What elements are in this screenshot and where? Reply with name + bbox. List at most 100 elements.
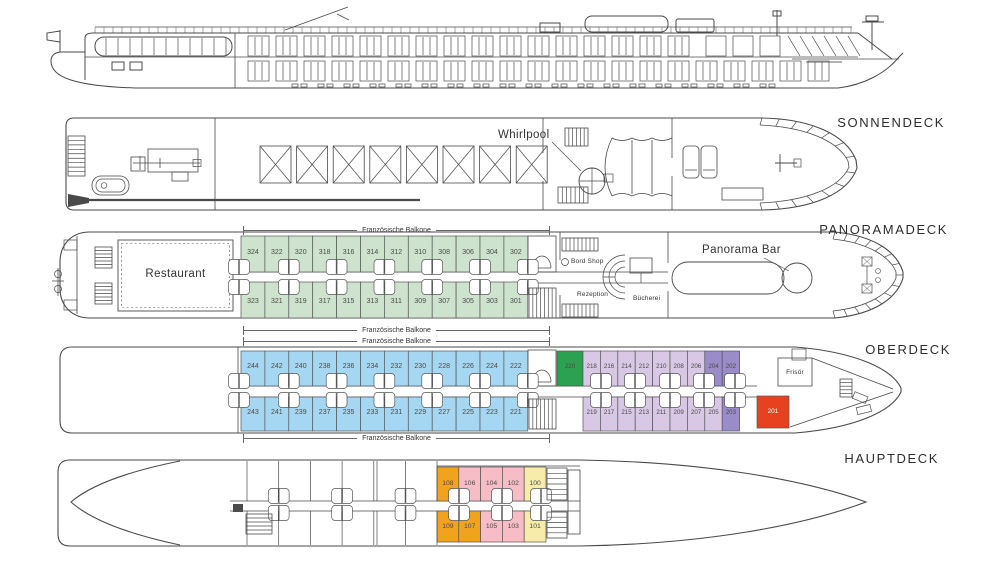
svg-text:213: 213 (639, 409, 650, 416)
bar-leader-line (763, 257, 790, 272)
cabin-doors-icon (228, 391, 250, 409)
svg-text:314: 314 (367, 249, 379, 256)
svg-text:223: 223 (486, 409, 498, 416)
svg-text:321: 321 (271, 298, 283, 305)
panorama-bar-label: Panorama Bar (702, 244, 781, 256)
svg-text:237: 237 (319, 409, 331, 416)
balcony-label: Französische Balkone (362, 338, 431, 345)
svg-text:105: 105 (486, 523, 498, 530)
panoramadeck-outline (59, 231, 904, 319)
stern-lounge-windows (94, 36, 233, 57)
svg-text:208: 208 (674, 363, 685, 370)
balcony-bracket-oberdeck-bottom: Französische Balkone (243, 434, 550, 443)
superstructure-roof (84, 32, 858, 80)
svg-text:227: 227 (438, 409, 450, 416)
cabin-doors-icon (228, 278, 250, 296)
awning-canopy (604, 137, 673, 197)
stair-shaft (567, 469, 581, 535)
svg-text:104: 104 (486, 480, 498, 487)
svg-text:212: 212 (639, 363, 650, 370)
svg-text:224: 224 (486, 363, 498, 370)
sun-canopy-frames (67, 117, 855, 211)
svg-text:316: 316 (343, 249, 355, 256)
svg-text:218: 218 (587, 363, 598, 370)
profile-windows (94, 27, 861, 88)
hull-bottom (50, 51, 904, 89)
svg-text:100: 100 (529, 480, 541, 487)
svg-text:221: 221 (510, 409, 522, 416)
deckhouse (147, 148, 199, 173)
rezeption-label: Rezeption (577, 291, 609, 298)
bow-mast (775, 154, 797, 172)
svg-text:301: 301 (510, 298, 522, 305)
balcony-label: Französische Balkone (362, 327, 431, 334)
svg-text:214: 214 (621, 363, 632, 370)
svg-text:205: 205 (708, 409, 719, 416)
bord-shop-label: Bord Shop (571, 258, 604, 265)
svg-text:324: 324 (247, 249, 259, 256)
svg-text:234: 234 (367, 363, 379, 370)
sundeck-canopy-profile (584, 15, 669, 33)
deck-chair (700, 145, 718, 179)
svg-text:210: 210 (656, 363, 667, 370)
svg-text:202: 202 (726, 363, 737, 370)
hauptdeck-outline (57, 459, 868, 547)
svg-text:220: 220 (565, 363, 576, 370)
oberdeck-outline (59, 346, 902, 434)
svg-text:315: 315 (343, 298, 355, 305)
balcony-label: Französische Balkone (362, 435, 431, 442)
wheelhouse-front (857, 32, 893, 60)
frisoer-label: Frisör (786, 369, 804, 376)
svg-text:229: 229 (414, 409, 426, 416)
svg-text:308: 308 (438, 249, 450, 256)
svg-text:309: 309 (414, 298, 426, 305)
hauptdeck-doors (267, 487, 552, 522)
restaurant-room (117, 239, 234, 312)
stern-flag (46, 30, 61, 43)
svg-text:228: 228 (438, 363, 450, 370)
svg-text:209: 209 (674, 409, 685, 416)
svg-text:323: 323 (247, 298, 259, 305)
svg-text:311: 311 (391, 298, 402, 305)
crane (133, 156, 200, 170)
deck-label-sonnendeck: SONNENDECK (837, 115, 945, 130)
svg-text:219: 219 (587, 409, 598, 416)
stern-winch (52, 268, 64, 296)
svg-text:106: 106 (464, 480, 476, 487)
balcony-bracket-panoramadeck-bottom: Französische Balkone (243, 326, 550, 335)
svg-text:109: 109 (442, 523, 454, 530)
cabin-220: 220 (556, 350, 584, 387)
svg-text:235: 235 (343, 409, 355, 416)
svg-text:101: 101 (529, 523, 541, 530)
deck-label-hauptdeck: HAUPTDECK (844, 451, 939, 466)
svg-text:222: 222 (510, 363, 522, 370)
svg-text:216: 216 (604, 363, 615, 370)
svg-text:318: 318 (319, 249, 331, 256)
svg-text:232: 232 (391, 363, 403, 370)
svg-text:103: 103 (508, 523, 520, 530)
deck-label-oberdeck: OBERDECK (865, 342, 951, 357)
svg-text:317: 317 (319, 298, 331, 305)
whirlpool-label: Whirlpool (498, 129, 550, 141)
svg-text:307: 307 (438, 298, 450, 305)
restaurant-label: Restaurant (145, 268, 206, 280)
svg-text:313: 313 (367, 298, 379, 305)
tender-boat (91, 175, 130, 196)
svg-text:310: 310 (414, 249, 426, 256)
svg-text:320: 320 (295, 249, 307, 256)
svg-text:226: 226 (462, 363, 474, 370)
svg-text:322: 322 (271, 249, 283, 256)
svg-text:211: 211 (656, 409, 666, 416)
deck-label-panoramadeck: PANORAMADECK (819, 222, 948, 237)
svg-text:238: 238 (319, 363, 331, 370)
bow-inner-rail (759, 124, 850, 204)
svg-text:207: 207 (691, 409, 702, 416)
frisoer-room (777, 357, 813, 387)
svg-text:231: 231 (391, 409, 403, 416)
grand-staircase (602, 254, 626, 300)
